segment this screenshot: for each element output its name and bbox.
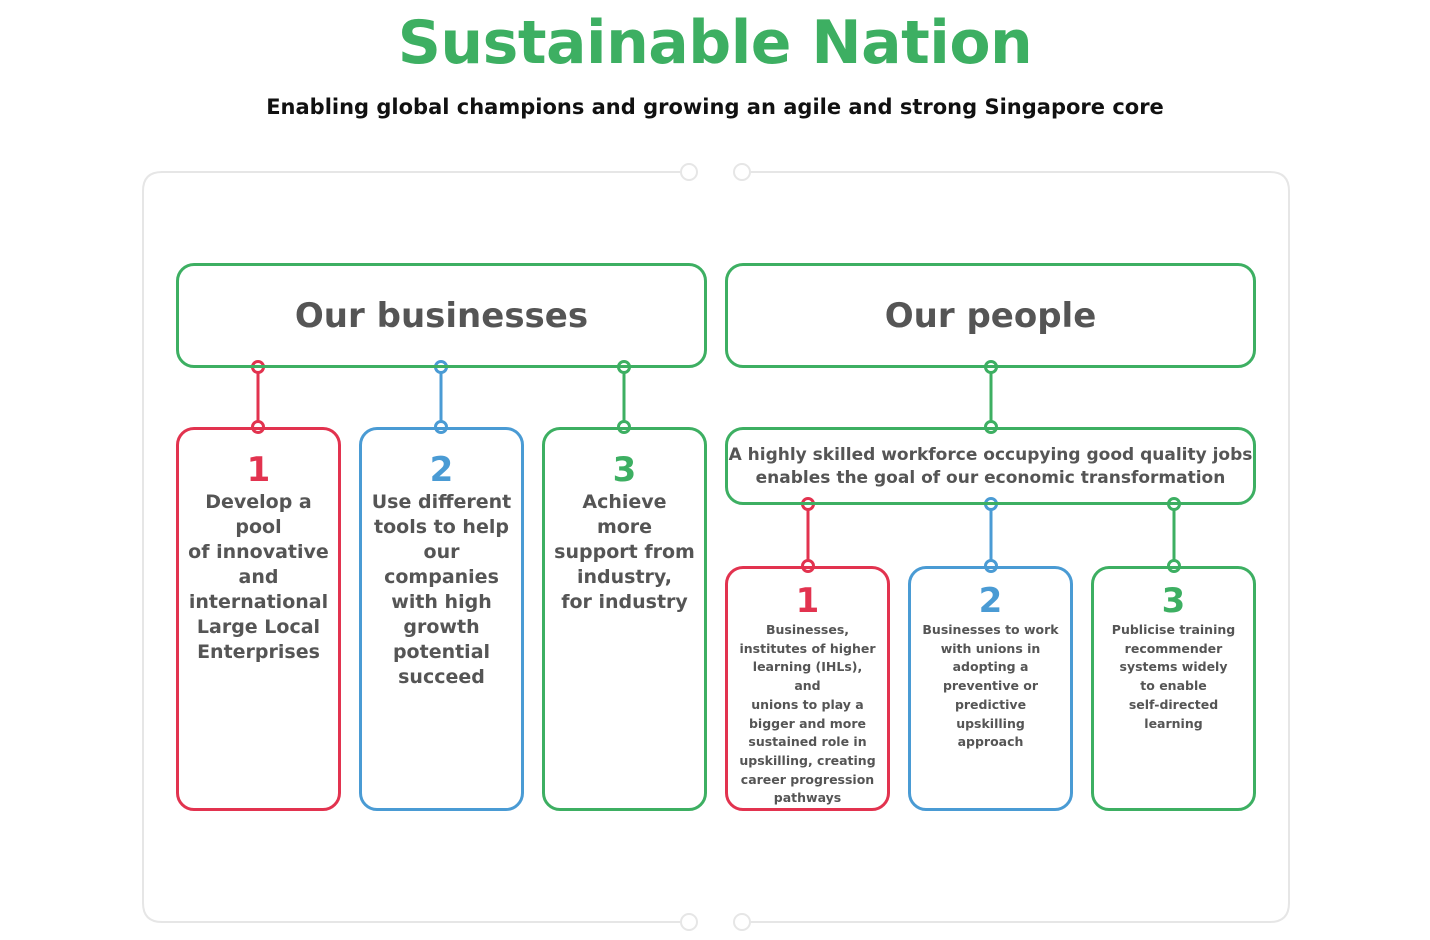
business-item-2: 2 Use different tools to help our compan… [359, 427, 524, 811]
people-summary-text: A highly skilled workforce occupying goo… [728, 445, 1253, 488]
business-item-1: 1 Develop a pool of innovative and inter… [176, 427, 341, 811]
page-subtitle: Enabling global champions and growing an… [266, 95, 1164, 119]
people-item-1-number: 1 [795, 581, 820, 621]
people-item-3: 3 Publicise training recommender systems… [1091, 566, 1256, 811]
people-item-1-text: Businesses, institutes of higher learnin… [739, 622, 876, 806]
frame-knob-top-right [733, 163, 751, 181]
business-item-3-text: Achieve more support from industry, for … [554, 491, 695, 613]
people-item-1: 1 Businesses, institutes of higher learn… [725, 566, 890, 811]
businesses-header-label: Our businesses [294, 296, 589, 336]
frame-knob-top-left [680, 163, 698, 181]
business-item-1-number: 1 [246, 450, 271, 490]
business-item-1-text: Develop a pool of innovative and interna… [188, 491, 329, 663]
businesses-header-box: Our businesses [176, 263, 707, 368]
business-item-3-number: 3 [612, 450, 637, 490]
people-header-box: Our people [725, 263, 1256, 368]
people-item-2: 2 Businesses to work with unions in adop… [908, 566, 1073, 811]
people-item-3-number: 3 [1161, 581, 1186, 621]
page-title: Sustainable Nation [397, 8, 1033, 78]
outer-frame-left [142, 171, 680, 923]
frame-knob-bottom-left [680, 913, 698, 931]
business-item-2-text: Use different tools to help our companie… [371, 491, 512, 688]
business-item-2-number: 2 [429, 450, 454, 490]
people-item-3-text: Publicise training recommender systems w… [1111, 622, 1236, 731]
people-header-label: Our people [884, 296, 1097, 336]
people-item-2-text: Businesses to work with unions in adopti… [922, 622, 1059, 750]
business-item-3: 3 Achieve more support from industry, fo… [542, 427, 707, 811]
outer-frame-right [751, 171, 1290, 923]
people-item-2-number: 2 [978, 581, 1003, 621]
frame-knob-bottom-right [733, 913, 751, 931]
people-summary-box: A highly skilled workforce occupying goo… [725, 427, 1256, 505]
